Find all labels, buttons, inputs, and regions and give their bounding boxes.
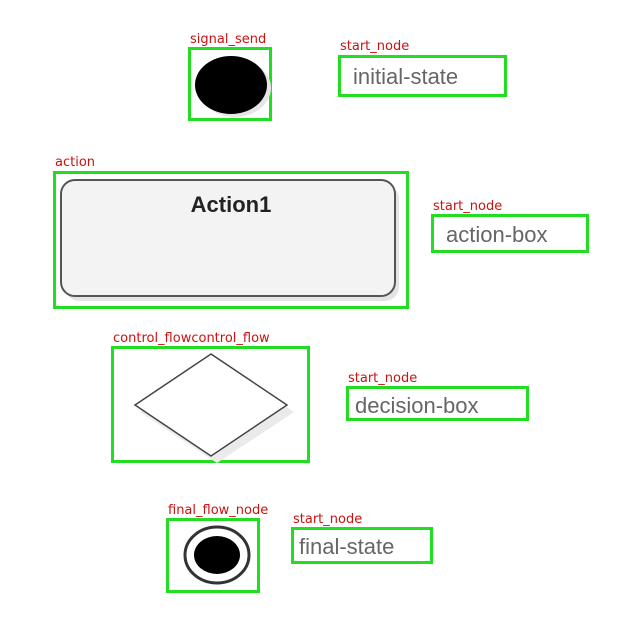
start-node-annotation: start_node [293, 512, 363, 527]
action-node-box[interactable]: Action1 [53, 171, 409, 309]
action-box-label: action-box [446, 222, 548, 247]
rounded-rectangle-icon [60, 179, 399, 301]
initial-state-label-box[interactable]: initial-state [338, 55, 507, 97]
start-node-annotation: start_node [433, 199, 503, 214]
final-node-box[interactable] [166, 518, 260, 593]
decision-box-label-box[interactable]: decision-box [346, 386, 529, 421]
final-state-label: final-state [299, 534, 395, 559]
initial-state-label: initial-state [353, 64, 459, 89]
final-state-label-box[interactable]: final-state [291, 527, 433, 564]
action-box-label-box[interactable]: action-box [431, 214, 589, 253]
decision-node-box[interactable] [111, 346, 310, 463]
initial-node-box[interactable] [188, 47, 272, 121]
start-node-annotation: start_node [348, 371, 418, 386]
control-flow-annotation: control_flowcontrol_flow [113, 331, 270, 346]
action-title: Action1 [190, 192, 272, 217]
decision-box-label: decision-box [355, 393, 479, 418]
diamond-icon [133, 353, 294, 463]
action-annotation: action [55, 155, 96, 170]
signal-send-annotation: signal_send [190, 32, 267, 47]
filled-circle-icon [195, 56, 271, 117]
start-node-annotation: start_node [340, 39, 410, 54]
final-flow-node-annotation: final_flow_node [168, 503, 269, 518]
bullseye-circle-icon [183, 525, 251, 585]
